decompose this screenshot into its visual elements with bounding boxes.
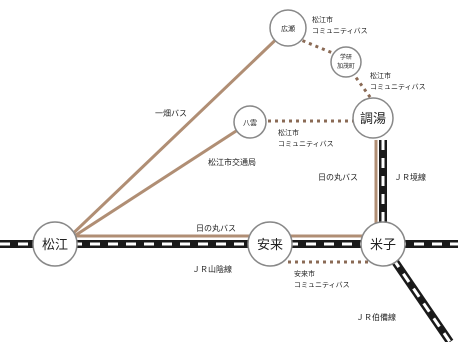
station-gakuen-label-1: 学研 bbox=[340, 53, 352, 61]
bus-route-matsue-yakumo bbox=[61, 120, 251, 246]
label-yasugi-community-b: コミュニティバス bbox=[294, 281, 350, 289]
label-hinomaru-bus-top: 日の丸バス bbox=[196, 223, 236, 233]
bus-route-matsue-hiroichi bbox=[60, 26, 290, 246]
label-hinomaru-bus-right: 日の丸バス bbox=[318, 172, 358, 182]
label-jr-sanin: ＪＲ山陰線 bbox=[192, 264, 232, 274]
station-yasugi-label: 安来 bbox=[257, 238, 283, 253]
station-yasugi: 安来 bbox=[247, 221, 293, 267]
station-gakuen: 学研 加茂町 bbox=[330, 46, 362, 78]
label-ichiba-bus: 一畑バス bbox=[155, 109, 187, 118]
station-chogo-label: 調湯 bbox=[360, 112, 386, 127]
station-yakumo: 八雲 bbox=[233, 105, 267, 139]
label-jr-yonago-line: ＪＲ境線 bbox=[394, 172, 426, 182]
label-matsue-community-2b: コミュニティバス bbox=[370, 83, 426, 91]
label-jr-hakubi: ＪＲ伯備線 bbox=[356, 312, 396, 322]
label-yasugi-community-a: 安来市 bbox=[294, 269, 315, 278]
station-gakuen-label-2: 加茂町 bbox=[337, 62, 355, 70]
label-matsue-community-1a: 松江市 bbox=[312, 15, 333, 24]
label-matsue-community-3a: 松江市 bbox=[278, 128, 299, 137]
station-yonago-label: 米子 bbox=[370, 238, 396, 253]
label-matsue-community-3b: コミュニティバス bbox=[278, 140, 334, 148]
station-yonago: 米子 bbox=[360, 221, 406, 267]
station-hiroichi: 広瀬 bbox=[269, 9, 307, 47]
label-matsue-transit: 松江市交通局 bbox=[208, 157, 256, 167]
label-matsue-community-1b: コミュニティバス bbox=[312, 27, 368, 35]
station-chogo: 調湯 bbox=[352, 97, 394, 139]
label-matsue-community-2a: 松江市 bbox=[370, 71, 391, 80]
station-matsue: 松江 bbox=[32, 221, 78, 267]
community-bus-hiroichi-gakuen bbox=[295, 36, 341, 58]
station-yakumo-label: 八雲 bbox=[243, 119, 257, 127]
station-hiroichi-label: 広瀬 bbox=[281, 24, 295, 33]
station-matsue-label: 松江 bbox=[42, 238, 68, 253]
